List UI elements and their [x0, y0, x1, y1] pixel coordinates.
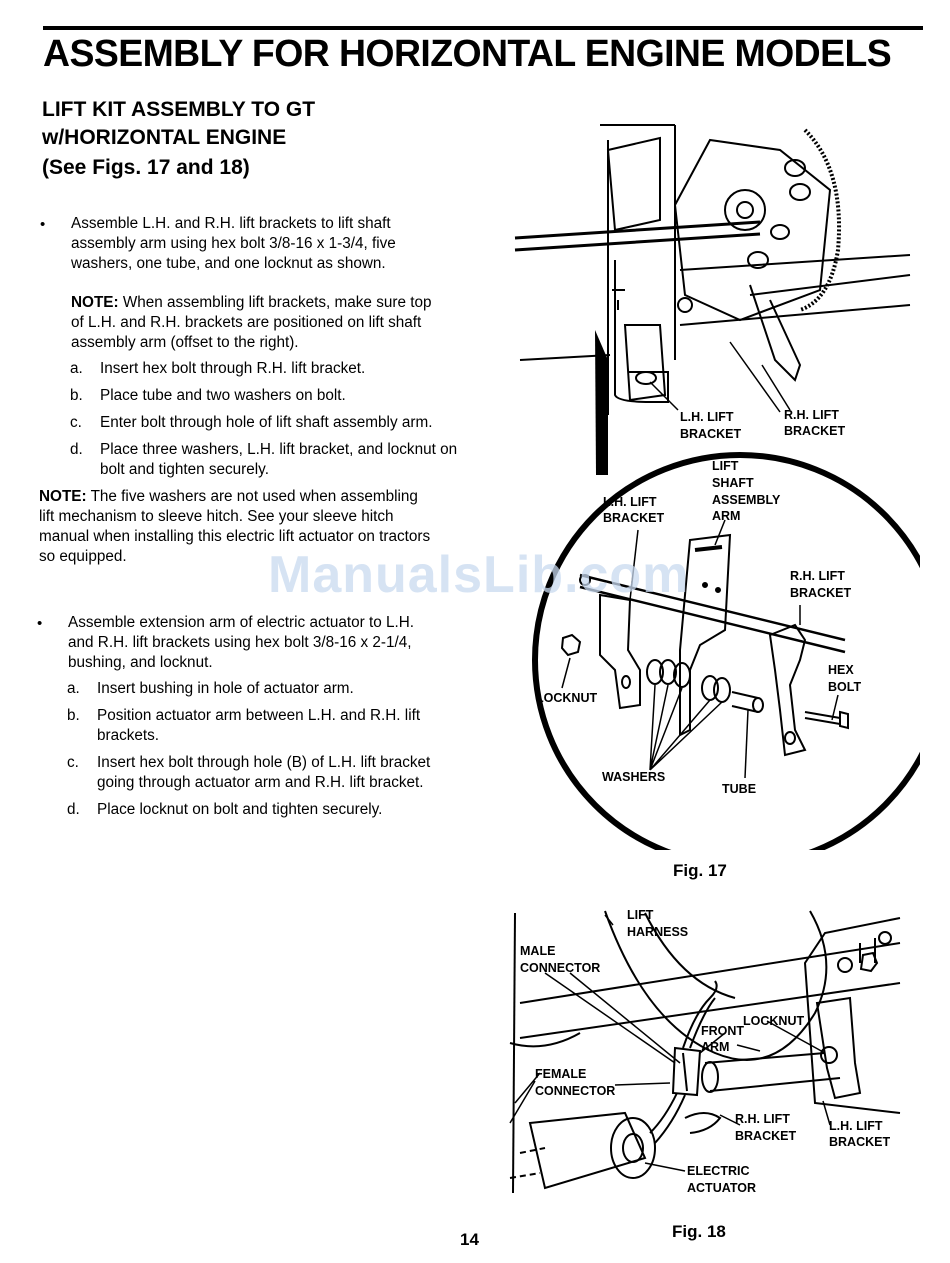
- step2-line: bushing, and locknut.: [68, 654, 213, 671]
- fig18-label-female-connector: CONNECTOR: [535, 1084, 615, 1098]
- substep: c. Enter bolt through hole of lift shaft …: [70, 413, 470, 433]
- watermark: ManualsLib.com: [268, 546, 690, 604]
- fig17-label-lift-shaft-arm: LIFT: [712, 459, 739, 473]
- substep: d. Place locknut on bolt and tighten secu…: [67, 800, 462, 820]
- step1-note: NOTE: When assembling lift brackets, mak…: [71, 293, 463, 353]
- step2-bullet: •: [37, 615, 43, 632]
- substep-text: Insert hex bolt through hole (B) of L.H.…: [97, 754, 431, 791]
- fig17-label-lift-shaft-arm: ASSEMBLY: [712, 493, 781, 507]
- fig17-label-rh-lift-bracket: BRACKET: [790, 586, 851, 600]
- callout-wedge: [595, 330, 608, 475]
- fig18-label-electric-actuator: ACTUATOR: [687, 1181, 756, 1195]
- substep-text: Enter bolt through hole of lift shaft as…: [100, 414, 433, 431]
- fig17-label-locknut: LOCKNUT: [536, 691, 597, 705]
- step1-line: assembly arm using hex bolt 3/8-16 x 1-3…: [71, 235, 396, 252]
- fig18-label-lh-lift-bracket: L.H. LIFT: [829, 1119, 883, 1133]
- fig17-illustration: L.H. LIFT BRACKET R.H. LIFT BRACKET LIFT…: [514, 124, 920, 850]
- section-title-line1: LIFT KIT ASSEMBLY TO GT: [42, 98, 316, 121]
- fig17-label-tube: TUBE: [722, 782, 756, 796]
- fig18-label-lift-harness: LIFT: [627, 908, 654, 922]
- fig17-label-washers: WASHERS: [602, 770, 665, 784]
- fig18-label-lh-lift-bracket: BRACKET: [829, 1135, 890, 1149]
- fig17-label-lh-lift-bracket-top: BRACKET: [680, 427, 741, 441]
- step1-line: Assemble L.H. and R.H. lift brackets to …: [71, 215, 391, 232]
- substep-text: Place tube and two washers on bolt.: [100, 387, 346, 404]
- step1-line: washers, one tube, and one locknut as sh…: [71, 255, 386, 272]
- section-title: LIFT KIT ASSEMBLY TO GT w/HORIZONTAL ENG…: [42, 96, 315, 152]
- fig18-label-female-connector: FEMALE: [535, 1067, 586, 1081]
- step2-line: Assemble extension arm of electric actua…: [68, 614, 415, 631]
- fig17-label-rh-lift-bracket-top: BRACKET: [784, 424, 845, 438]
- fig17-caption: Fig. 17: [673, 861, 727, 880]
- page-title: ASSEMBLY FOR HORIZONTAL ENGINE MODELS: [43, 33, 892, 75]
- fig18-label-locknut: LOCKNUT: [743, 1014, 804, 1028]
- step1-text: Assemble L.H. and R.H. lift brackets to …: [71, 214, 463, 274]
- page-number: 14: [460, 1230, 479, 1249]
- fig18-label-front-arm: FRONT: [701, 1024, 744, 1038]
- substep-text: Insert hex bolt through R.H. lift bracke…: [100, 360, 366, 377]
- fig18-label-male-connector: MALE: [520, 944, 555, 958]
- note-line: manual when installing this electric lif…: [39, 528, 431, 545]
- note-line: of L.H. and R.H. brackets are positioned…: [71, 314, 422, 331]
- fig18-label-male-connector: CONNECTOR: [520, 961, 600, 975]
- substep-text: Place locknut on bolt and tighten secure…: [97, 801, 383, 818]
- note-line: The five washers are not used when assem…: [86, 488, 418, 505]
- substep-letter: d.: [67, 801, 80, 818]
- note-label: NOTE:: [71, 294, 119, 311]
- substep: a. Insert hex bolt through R.H. lift brac…: [70, 359, 470, 379]
- substep-text: Insert bushing in hole of actuator arm.: [97, 680, 354, 697]
- title-rule: [43, 26, 923, 30]
- note-line: When assembling lift brackets, make sure…: [118, 294, 432, 311]
- fig17-label-lift-shaft-arm: ARM: [712, 509, 740, 523]
- fig17-top-drawing: [514, 124, 911, 415]
- note-label: NOTE:: [39, 488, 87, 505]
- fig17-label-rh-lift-bracket-top: R.H. LIFT: [784, 408, 839, 422]
- section-title-line2: w/HORIZONTAL ENGINE: [42, 126, 287, 149]
- note-line: assembly arm (offset to the right).: [71, 334, 299, 351]
- substep-letter: c.: [67, 754, 79, 771]
- step2-line: and R.H. lift brackets using hex bolt 3/…: [68, 634, 412, 651]
- general-note: NOTE: The five washers are not used when…: [39, 487, 464, 567]
- fig17-label-lh-lift-bracket: L.H. LIFT: [603, 495, 657, 509]
- fig17-label-hex-bolt: HEX: [828, 663, 854, 677]
- substep: b. Place tube and two washers on bolt.: [70, 386, 470, 406]
- step1-bullet: •: [40, 216, 46, 233]
- fig17-label-lift-shaft-arm: SHAFT: [712, 476, 754, 490]
- note-line: so equipped.: [39, 548, 127, 565]
- substep-letter: b.: [70, 387, 83, 404]
- fig18-label-lift-harness: HARNESS: [627, 925, 688, 939]
- step2-text: Assemble extension arm of electric actua…: [68, 613, 460, 673]
- substep-letter: b.: [67, 707, 80, 724]
- substep-letter: c.: [70, 414, 82, 431]
- fig17-detail-circle: [532, 452, 920, 850]
- fig17-label-rh-lift-bracket: R.H. LIFT: [790, 569, 845, 583]
- fig18-illustration: LIFT HARNESS MALE CONNECTOR LOCKNUT FRON…: [509, 908, 901, 1195]
- fig17-label-lh-lift-bracket: BRACKET: [603, 511, 664, 525]
- fig18-label-rh-lift-bracket: R.H. LIFT: [735, 1112, 790, 1126]
- substep: a. Insert bushing in hole of actuator arm…: [67, 679, 462, 699]
- fig18-label-rh-lift-bracket: BRACKET: [735, 1129, 796, 1143]
- substep: d. Place three washers, L.H. lift bracket…: [70, 440, 460, 480]
- section-subtitle: (See Figs. 17 and 18): [42, 156, 250, 179]
- step1-substeps: a. Insert hex bolt through R.H. lift brac…: [70, 359, 470, 487]
- fig18-label-electric-actuator: ELECTRIC: [687, 1164, 750, 1178]
- fig17-label-hex-bolt: BOLT: [828, 680, 861, 694]
- step2-substeps: a. Insert bushing in hole of actuator arm…: [67, 679, 462, 827]
- fig18-caption: Fig. 18: [672, 1222, 726, 1241]
- fig17-label-lh-lift-bracket-top: L.H. LIFT: [680, 410, 734, 424]
- substep-text: Position actuator arm between L.H. and R…: [97, 707, 421, 744]
- substep-letter: d.: [70, 441, 83, 458]
- fig17-detail-drawing: [560, 533, 849, 757]
- substep-letter: a.: [67, 680, 80, 697]
- substep: b. Position actuator arm between L.H. and…: [67, 706, 462, 746]
- substep: c. Insert hex bolt through hole (B) of L.…: [67, 753, 462, 793]
- fig18-drawing: [509, 910, 901, 1194]
- substep-text: Place three washers, L.H. lift bracket, …: [100, 441, 458, 478]
- substep-letter: a.: [70, 360, 83, 377]
- fig18-label-front-arm: ARM: [701, 1040, 729, 1054]
- note-line: lift mechanism to sleeve hitch. See your…: [39, 508, 394, 525]
